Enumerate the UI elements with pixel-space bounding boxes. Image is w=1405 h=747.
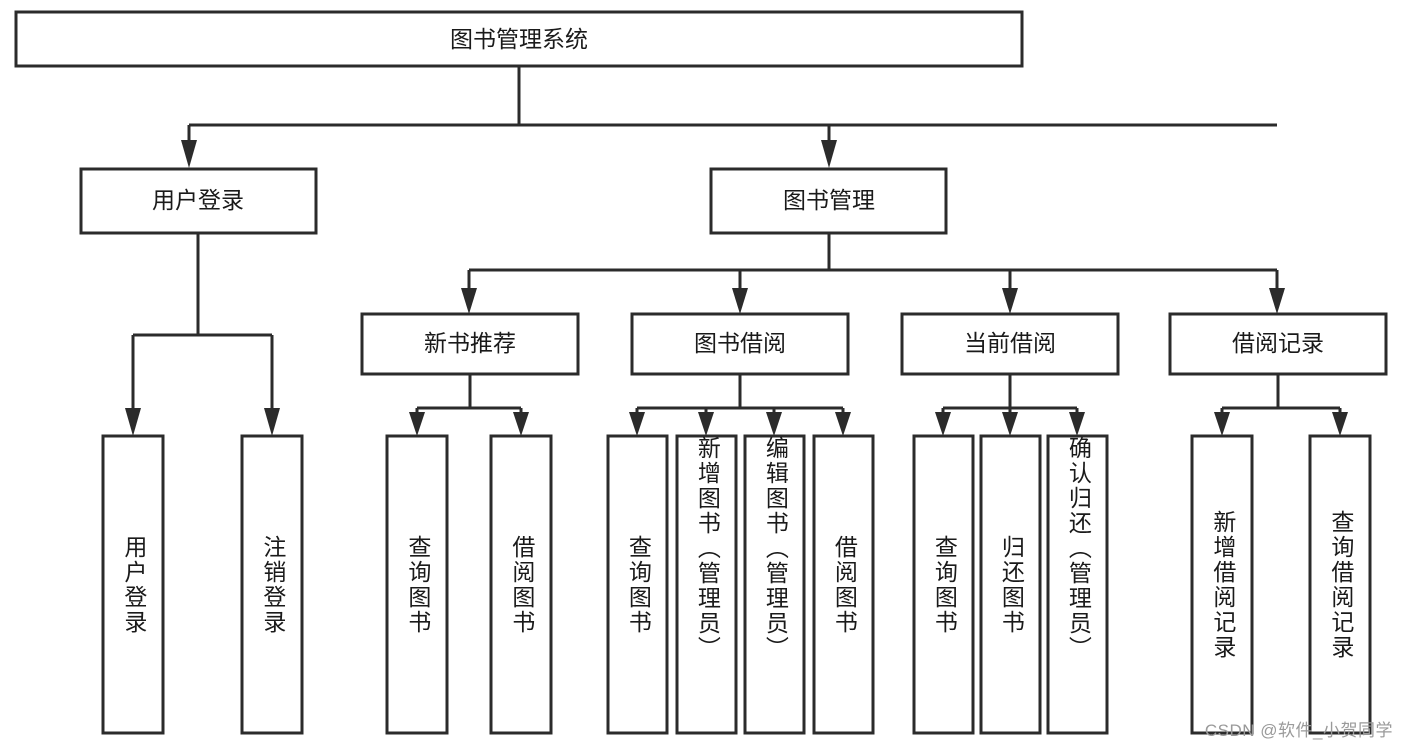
arrow-head-icon <box>125 408 141 436</box>
leaf-box-logout[interactable] <box>240 434 304 735</box>
node-book-management[interactable]: 图书管理 <box>709 167 948 235</box>
node-borrow-record[interactable]: 借阅记录 <box>1168 312 1388 376</box>
node-root-system[interactable]: 图书管理系统 <box>14 10 1024 68</box>
connector-userlogin-to-leaves <box>125 233 280 436</box>
arrow-head-icon <box>181 140 197 168</box>
node-user-login[interactable]: 用户登录 <box>79 167 318 235</box>
connector-bookborrow-to-leaves <box>629 374 851 436</box>
arrow-head-icon <box>461 288 477 314</box>
csdn-watermark: CSDN @软件_小贺同学 <box>1204 721 1393 740</box>
leaf-box-edit-book-admin[interactable] <box>743 434 806 735</box>
node-label-current-borrow: 当前借阅 <box>964 330 1056 356</box>
node-label-root: 图书管理系统 <box>450 26 588 52</box>
connector-borrowrecord-to-leaves <box>1214 374 1348 436</box>
leaf-box-query-book-3[interactable] <box>912 434 975 735</box>
leaf-box-query-borrow-record[interactable] <box>1308 434 1372 735</box>
arrow-head-icon <box>821 140 837 168</box>
arrow-head-icon <box>1269 288 1285 314</box>
leaf-box-query-book-1[interactable] <box>385 434 449 735</box>
node-label-book-borrow: 图书借阅 <box>694 330 786 356</box>
arrow-head-icon <box>935 412 951 436</box>
arrow-head-icon <box>766 412 782 436</box>
arrow-head-icon <box>629 412 645 436</box>
node-new-book-recommend[interactable]: 新书推荐 <box>360 312 580 376</box>
arrow-head-icon <box>264 408 280 436</box>
node-book-borrow[interactable]: 图书借阅 <box>630 312 850 376</box>
node-current-borrow[interactable]: 当前借阅 <box>900 312 1120 376</box>
arrow-head-icon <box>698 412 714 436</box>
connector-currentborrow-to-leaves <box>935 374 1085 436</box>
arrow-head-icon <box>1002 288 1018 314</box>
arrow-head-icon <box>1069 412 1085 436</box>
node-label-book-management: 图书管理 <box>783 187 875 213</box>
arrow-head-icon <box>1214 412 1230 436</box>
leaf-box-add-book-admin[interactable] <box>675 434 738 735</box>
connector-bookmgmt-to-level3 <box>461 233 1285 314</box>
arrow-head-icon <box>1332 412 1348 436</box>
connector-newbook-to-leaves <box>409 374 529 436</box>
arrow-head-icon <box>835 412 851 436</box>
node-label-user-login: 用户登录 <box>152 187 244 213</box>
node-label-borrow-record: 借阅记录 <box>1232 330 1324 356</box>
arrow-head-icon <box>409 412 425 436</box>
leaf-box-user-login[interactable] <box>101 434 165 735</box>
leaf-box-query-book-2[interactable] <box>606 434 669 735</box>
connector-root-to-level2 <box>181 66 1277 168</box>
leaf-box-borrow-book-1[interactable] <box>489 434 553 735</box>
node-label-new-book-recommend: 新书推荐 <box>424 330 516 356</box>
arrow-head-icon <box>732 288 748 314</box>
arrow-head-icon <box>1002 412 1018 436</box>
leaf-box-confirm-return-admin[interactable] <box>1046 434 1109 735</box>
leaf-box-borrow-book-2[interactable] <box>812 434 875 735</box>
leaf-box-add-borrow-record[interactable] <box>1190 434 1254 735</box>
leaf-box-return-book[interactable] <box>979 434 1042 735</box>
arrow-head-icon <box>513 412 529 436</box>
